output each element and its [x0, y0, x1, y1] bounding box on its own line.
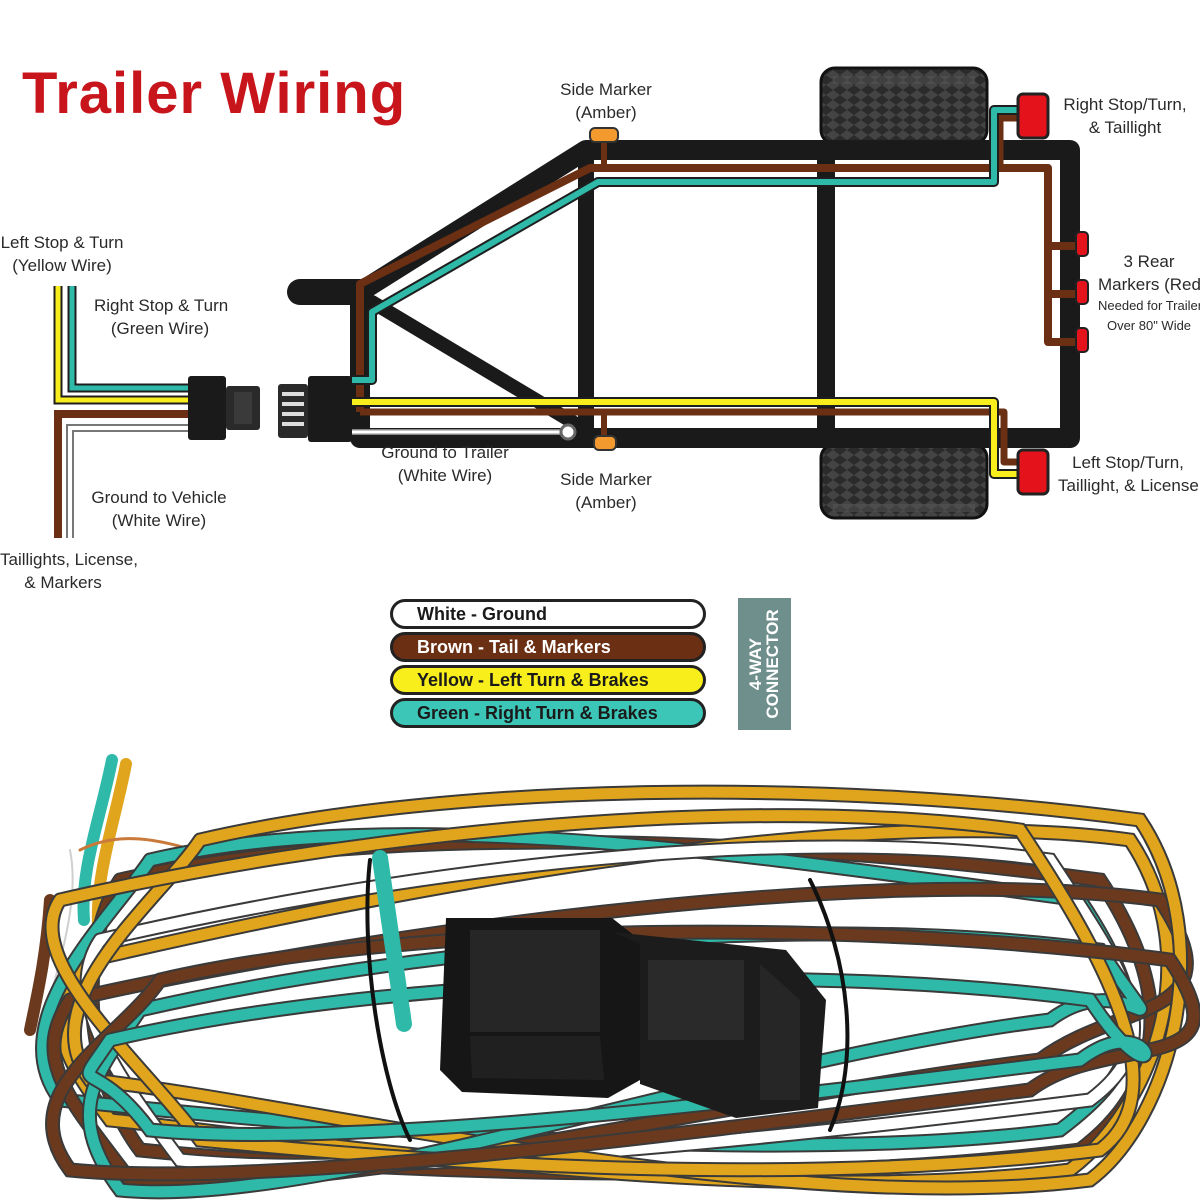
legend-row-yellow: Yellow - Left Turn & Brakes	[390, 665, 706, 695]
left-stop-turn-label: Left Stop & Turn(Yellow Wire)	[0, 233, 124, 275]
vehicle-connector	[188, 376, 260, 440]
coil-loop-wire	[37, 829, 1137, 1151]
page-title: Trailer Wiring	[22, 61, 407, 126]
side-marker-top-light	[589, 127, 619, 143]
photo-connector	[440, 918, 826, 1118]
left-stop-license-label: Left Stop/Turn,Taillight, & License	[1058, 453, 1199, 495]
right-stop-taillight-label: Right Stop/Turn,& Taillight	[1063, 95, 1187, 137]
side-marker-bottom-light	[593, 435, 617, 451]
coil-loop-wire	[47, 926, 1200, 1180]
side-marker-top-label: Side Marker(Amber)	[560, 80, 652, 122]
wire-color-legend: White - Ground Brown - Tail & Markers Ye…	[390, 598, 792, 732]
trailer-harness	[352, 105, 1078, 479]
ground-to-trailer-label: Ground to Trailer(White Wire)	[381, 443, 509, 485]
rear-marker-3	[1075, 327, 1089, 353]
left-taillight	[1016, 448, 1050, 496]
coil-loop-wire	[81, 841, 1140, 1171]
rear-marker-1	[1075, 231, 1089, 257]
vehicle-harness	[53, 286, 192, 538]
trailer-connector	[278, 376, 352, 442]
legend-row-brown: Brown - Tail & Markers	[390, 632, 706, 662]
right-taillight	[1016, 92, 1050, 140]
ground-to-vehicle-label: Ground to Vehicle(White Wire)	[91, 488, 227, 530]
taillights-markers-label: Taillights, License,& Markers	[0, 550, 138, 592]
legend-row-green: Green - Right Turn & Brakes	[390, 698, 706, 728]
side-marker-bottom-label: Side Marker(Amber)	[560, 470, 652, 512]
legend-row-white: White - Ground	[390, 599, 706, 629]
right-stop-turn-label: Right Stop & Turn(Green Wire)	[94, 296, 229, 338]
tire-top	[819, 66, 989, 146]
coil-loop-wire	[46, 810, 1139, 1176]
tire-bottom	[819, 442, 989, 520]
rear-marker-2	[1075, 279, 1089, 305]
trailer-frame	[287, 140, 1080, 448]
